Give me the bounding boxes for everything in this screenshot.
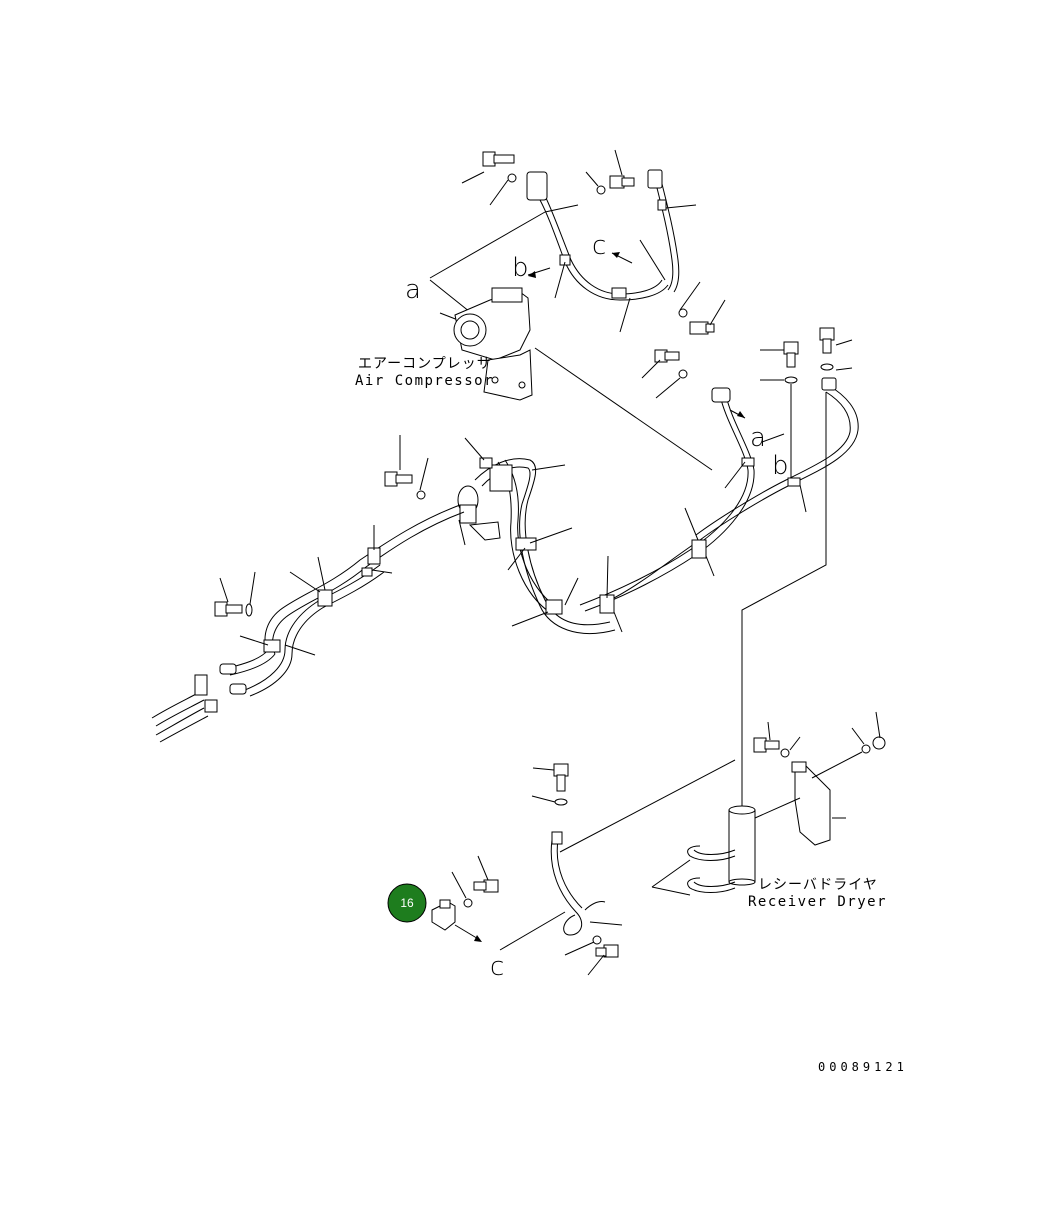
washer-icon [820,363,834,371]
bolt-icon [753,737,780,753]
ref-letter-a-right: a [750,423,766,453]
ref-letter-b-right: b [772,451,789,481]
expansion-valve-icon [457,485,479,524]
ref-letter-b-top: b [512,253,529,283]
washer-icon [678,369,688,379]
bolt-icon [819,327,835,354]
bottom-hose-group [499,763,623,976]
nut-icon [872,736,886,750]
ref-letter-a-top: a [405,275,421,305]
bolt-icon [689,321,715,335]
bolt-icon [553,763,569,792]
washer-icon [463,898,473,908]
receiver-dryer-icon [728,805,756,886]
left-hose-group [151,504,465,743]
clip-part-icon [431,899,482,942]
right-hose-group [579,327,859,810]
washer-icon [678,308,688,318]
washer-icon [554,798,568,806]
receiver-dryer-label-en: Receiver Dryer [748,894,887,910]
washer-icon [592,935,602,945]
air-compressor-label-jp: エアーコンプレッサ [358,356,492,372]
air-compressor-icon [453,287,713,471]
washer-icon [245,603,253,617]
bolt-icon [609,175,635,189]
middle-hose-group [384,435,616,634]
bolt-icon [214,601,243,617]
washer-icon [861,744,871,754]
washer-icon [596,185,606,195]
bolt-icon [482,151,515,167]
callout-badge-16[interactable]: 16 [387,883,427,923]
air-compressor-label-en: Air Compressor [355,373,494,389]
ref-letter-c-bottom: c [490,952,504,982]
bolt-icon [595,944,619,958]
bolt-icon [384,471,413,487]
washer-icon [780,748,790,758]
bolt-icon [473,879,499,893]
washer-icon [416,490,426,500]
u-bolt-icon [651,845,736,896]
mounting-bracket-icon [754,751,863,846]
ref-letter-c-top: c [592,231,606,261]
receiver-dryer-label-jp: レシーバドライヤ [758,877,878,893]
callout-number: 16 [400,896,414,910]
document-number: 00089121 [818,1060,908,1074]
washer-icon [784,376,798,384]
bolt-icon [654,349,680,363]
bolt-icon [783,341,799,368]
compressor-hose-group [429,149,726,335]
washer-icon [507,173,517,183]
